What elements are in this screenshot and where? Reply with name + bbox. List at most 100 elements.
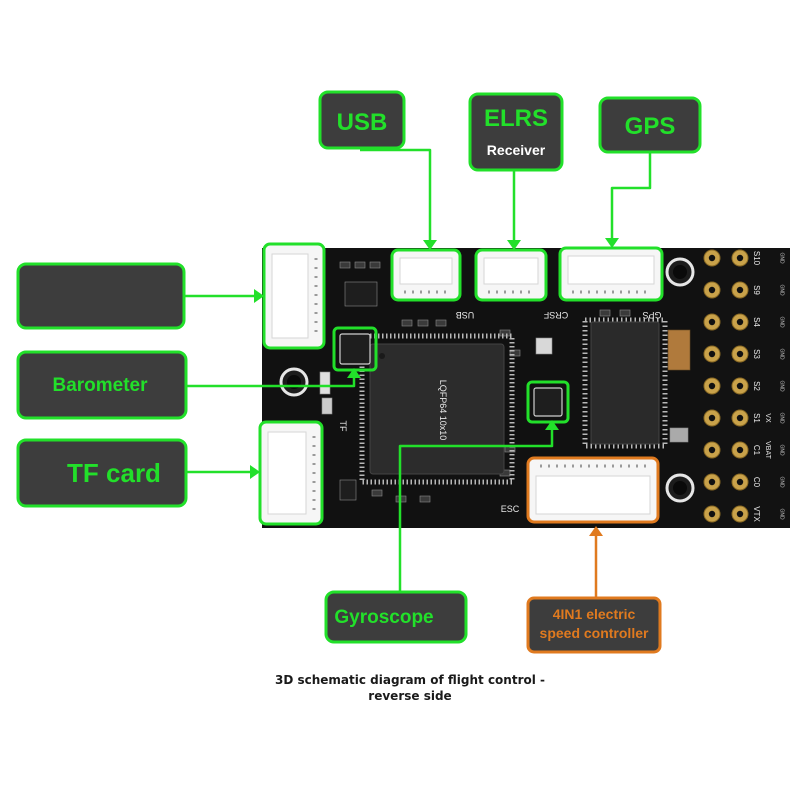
silk-usb: USB (456, 310, 475, 320)
smd-part (369, 261, 381, 269)
usb-connector (390, 248, 462, 302)
pin-gnd-label: GND (779, 316, 785, 328)
elrs-connector (474, 248, 548, 302)
silk-esc: ESC (501, 504, 520, 514)
mounting-hole (673, 481, 687, 495)
elrs-connector-inner (483, 257, 539, 285)
gps-leader-line (610, 152, 652, 244)
smd-part (499, 329, 511, 337)
gps-connector (558, 246, 664, 302)
secondary-chip-body (590, 321, 660, 445)
left-connector-inner (271, 253, 309, 339)
pin-hole (736, 478, 744, 486)
pin-label-s9: S9 (752, 285, 761, 295)
pin-hole (736, 318, 744, 326)
pin-hole (736, 510, 744, 518)
mounting-hole (673, 265, 687, 279)
caption-line-2: reverse side (368, 689, 452, 703)
smd-part (339, 261, 351, 269)
pin-label-s3: S3 (752, 349, 761, 359)
pin-hole (708, 414, 716, 422)
pin-hole (736, 382, 744, 390)
esc-label-box (526, 596, 662, 654)
pin-label-c0: C0 (752, 477, 761, 488)
pin-hole (736, 286, 744, 294)
silk-crsf: CRSF (543, 310, 568, 320)
gps-label: GPS (625, 113, 676, 140)
pin-label-c1-vbat: C1 (752, 445, 761, 456)
pin-hole (708, 254, 716, 262)
pin-gnd-label: GND (779, 508, 785, 520)
smd-part (619, 309, 631, 317)
pin-label-vtx: VTX (752, 506, 761, 522)
smd-components (319, 261, 691, 503)
pin-hole (708, 510, 716, 518)
smd-part (599, 309, 611, 317)
tf-card-arrowhead (250, 465, 260, 479)
barometer-label-box (16, 350, 188, 420)
gyroscope-leader-line (398, 424, 554, 594)
usb-label-box (318, 90, 406, 150)
mcu-body (369, 343, 505, 475)
pin-hole (708, 286, 716, 294)
pin-label-s1-vx: S1 (752, 413, 761, 423)
pin-hole (708, 478, 716, 486)
pin-gnd-label: GND (779, 412, 785, 424)
smd-part (319, 371, 331, 395)
pin-label-s2: S2 (752, 381, 761, 391)
smd-part (509, 349, 521, 357)
pin-hole (708, 318, 716, 326)
gyroscope-label: Gyroscope (334, 607, 433, 628)
pin-label-s4: S4 (752, 317, 761, 327)
smd-part (417, 319, 429, 327)
barometer-arrowhead (347, 368, 361, 378)
smd-part (667, 329, 691, 371)
silk-gps: GPS (642, 310, 661, 320)
smd-part (419, 495, 431, 503)
pin-gnd-label: GND (779, 252, 785, 264)
esc-label-line2: speed controller (540, 625, 649, 641)
pin-label2-c1-vbat: VBAT (764, 441, 771, 459)
elrs-arrowhead (507, 240, 521, 250)
tf-card-label: TF card (67, 458, 161, 488)
gps-arrowhead (605, 238, 619, 248)
receiver-label: Receiver (487, 142, 546, 158)
unnamed-arrowhead (254, 289, 264, 303)
esc-connector-inner (535, 475, 651, 515)
caption-line-1: 3D schematic diagram of flight control - (274, 673, 546, 687)
pin-gnd-label: GND (779, 380, 785, 392)
pin-label-s10: S10 (752, 251, 761, 266)
left-connector (262, 242, 326, 350)
pin-hole (736, 254, 744, 262)
pin-gnd-label: GND (779, 476, 785, 488)
silk-tf: TF (338, 421, 348, 432)
tf-card-label-box (16, 438, 188, 508)
barometer-chip (339, 333, 371, 365)
usb-connector-inner (399, 257, 453, 285)
esc-arrowhead (589, 526, 603, 536)
smd-part (401, 319, 413, 327)
gps-connector-inner (567, 255, 655, 285)
usb-arrowhead (423, 240, 437, 250)
gps-label-box (598, 96, 702, 154)
usb-leader-line (360, 148, 432, 246)
mcu-chip (359, 333, 515, 485)
pin-hole (736, 350, 744, 358)
barometer-label: Barometer (52, 375, 148, 396)
gyroscope-highlight (526, 380, 570, 424)
smd-part (535, 337, 553, 355)
smd-part (339, 479, 357, 501)
elrs-label-box (468, 92, 564, 172)
pin-hole (736, 414, 744, 422)
unnamed-label-box (16, 262, 186, 330)
smd-part (371, 489, 383, 497)
usb-label: USB (337, 109, 388, 136)
pin-gnd-label: GND (779, 284, 785, 296)
tf-card-connector-inner (267, 431, 307, 515)
pin-hole (708, 382, 716, 390)
pin-hole (708, 446, 716, 454)
secondary-chip (582, 317, 668, 449)
tf-card-connector (258, 420, 324, 526)
